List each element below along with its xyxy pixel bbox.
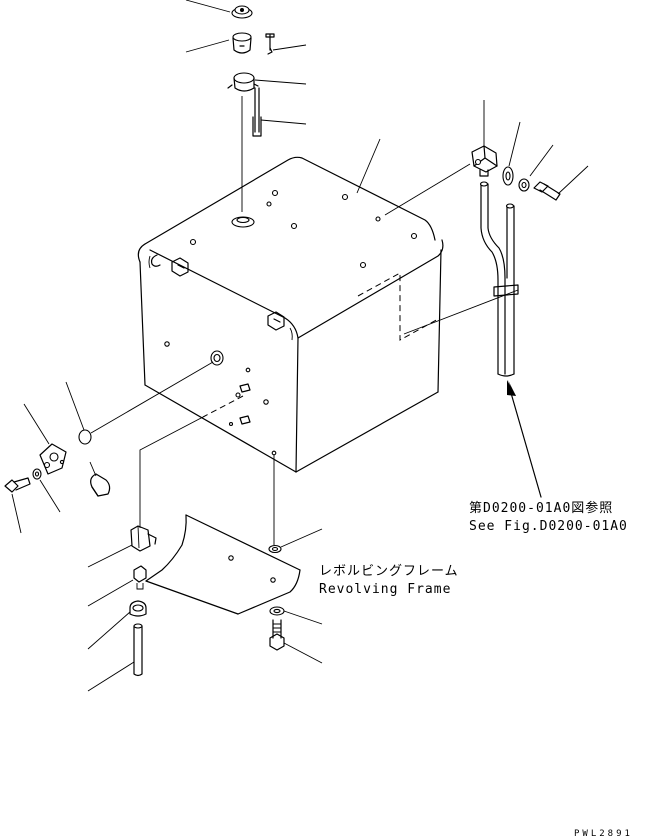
reference-en: See Fig.D0200-01A0 [469,519,628,534]
pipe-assembly [471,145,561,498]
drawing-code: PWL2891 [574,829,633,839]
hydraulic-tank [137,156,444,473]
drain-valve-assembly [129,395,244,677]
frame-note: レボルビングフレーム Revolving Frame [319,564,459,597]
revolving-frame [145,455,301,651]
frame-label-jp: レボルビングフレーム [319,564,459,579]
drain-plug-fittings [4,361,214,497]
filler-cap-assembly [227,5,275,212]
reference-note: 第D0200-01A0図参照 See Fig.D0200-01A0 [469,500,628,534]
frame-label-en: Revolving Frame [319,582,451,597]
callout-leaders [11,0,589,692]
reference-jp: 第D0200-01A0図参照 [469,500,613,516]
